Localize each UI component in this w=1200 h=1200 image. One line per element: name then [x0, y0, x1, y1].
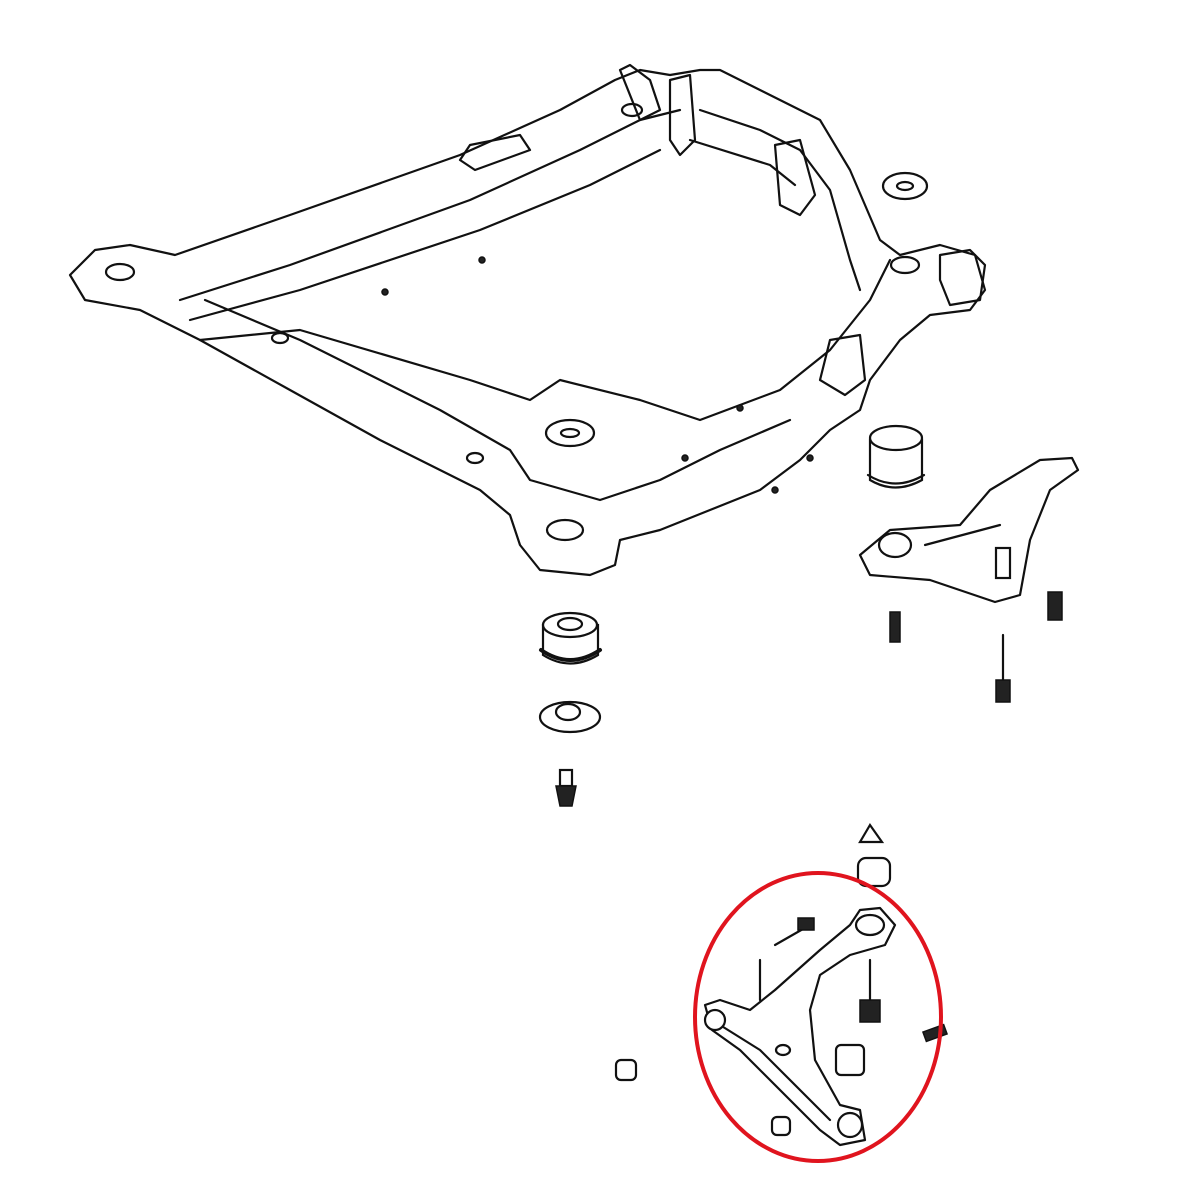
lower-control-arm — [703, 906, 897, 1147]
bolt-arm-long — [773, 917, 815, 947]
mount-bushing-right — [866, 424, 926, 489]
bolt-bracket-2 — [995, 633, 1011, 703]
nut-upper — [858, 822, 885, 844]
highlight-circle — [693, 871, 943, 1163]
nut-bracket — [1047, 591, 1063, 621]
washer-center — [544, 418, 596, 448]
front-subframe — [68, 63, 987, 577]
bushing-small — [856, 856, 892, 888]
nut-left — [614, 1058, 638, 1082]
washer-top-right — [881, 171, 929, 201]
bolt-arm-vertical — [859, 958, 881, 1023]
bolt-bracket-1 — [889, 611, 901, 643]
nut-bottom — [770, 1115, 792, 1137]
bolt-left-lower — [555, 768, 577, 807]
mount-bushing-left — [539, 611, 602, 665]
bushing-arm — [834, 1043, 866, 1077]
support-bracket — [858, 456, 1080, 604]
bolt-arm-side — [921, 1023, 949, 1043]
washer-left-lower — [538, 700, 602, 734]
